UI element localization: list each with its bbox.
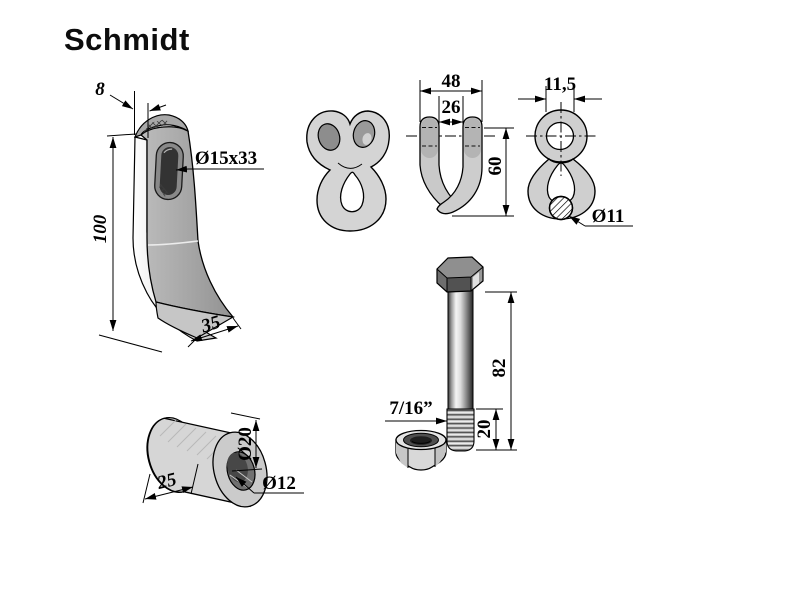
flail-slot-dimension: Ø15x33 [175,148,264,173]
bushing-length-dimension: 25 [142,463,199,504]
bushing-outer-dia-dimension: Ø20 [230,412,263,472]
fig8-wire-dimension: Ø11 [568,206,633,227]
blade-cutting-edge [155,301,235,339]
clevis-inner-width-dimension: 26 [438,96,464,126]
bolt-thread-length-label: 20 [474,420,495,439]
shackle-right-eye-highlight [362,133,372,145]
bolt-thread-length-dimension: 20 [474,408,503,450]
bolt-figure: 82 20 7/16” [385,256,517,452]
clevis-height-dimension: 60 [452,127,514,217]
blade-slot [154,141,184,201]
spacer-bushing-figure: 25 Ø20 Ø12 [142,412,304,508]
clevis-left-shade [421,118,438,158]
bolt-thread-size-label: 7/16” [389,398,432,419]
shackle-bottom-hole [339,171,365,213]
clevis-right-shade [464,118,481,158]
bolt-threads [446,408,475,452]
flail-blade-figure: 8 100 Ø15x33 35 [90,79,264,353]
bolt-thread-size-callout: 7/16” [385,398,447,425]
bolt-shank [447,289,474,410]
shackle-left-eye [317,123,341,151]
bushing-bore-dia-label: Ø12 [262,473,296,494]
shackle-side-view: 11,5 Ø11 [518,74,633,227]
shackle-twist-line [337,162,363,169]
bolt-shank-label: 82 [489,359,510,378]
fig8-wire-label: Ø11 [592,206,625,227]
bolt-head [436,256,484,293]
clevis-height-label: 60 [485,157,506,176]
fig8-loop-hole [546,162,576,204]
clevis-inner-width-label: 26 [442,97,461,118]
shackle-front-view: 48 26 60 [406,71,514,217]
bushing-surface-hatch [159,419,227,460]
nut-thread-glint [411,441,431,444]
clevis-outer-width-dimension: 48 [419,71,483,122]
bushing-bore-dia-callout: Ø12 [235,473,304,494]
flail-thickness-label: 8 [95,79,105,100]
flail-slot-label: Ø15x33 [195,148,257,169]
blade-bend-highlight [147,240,199,246]
shackle-3d-view [306,110,390,232]
clevis-outer-width-label: 48 [442,71,461,92]
fig8-eye-dimension: 11,5 [518,74,602,112]
lock-nut-figure [395,429,447,471]
blade-top-hatch [143,119,169,133]
flail-height-dimension: 100 [90,133,163,353]
fig8-eye-label: 11,5 [544,74,576,95]
fig8-wire-section [548,195,574,221]
page-title: Schmidt [64,22,190,57]
flail-height-label: 100 [90,214,111,243]
flail-thickness-dimension: 8 [95,79,167,138]
bushing-outer-dia-label: Ø20 [235,427,256,461]
